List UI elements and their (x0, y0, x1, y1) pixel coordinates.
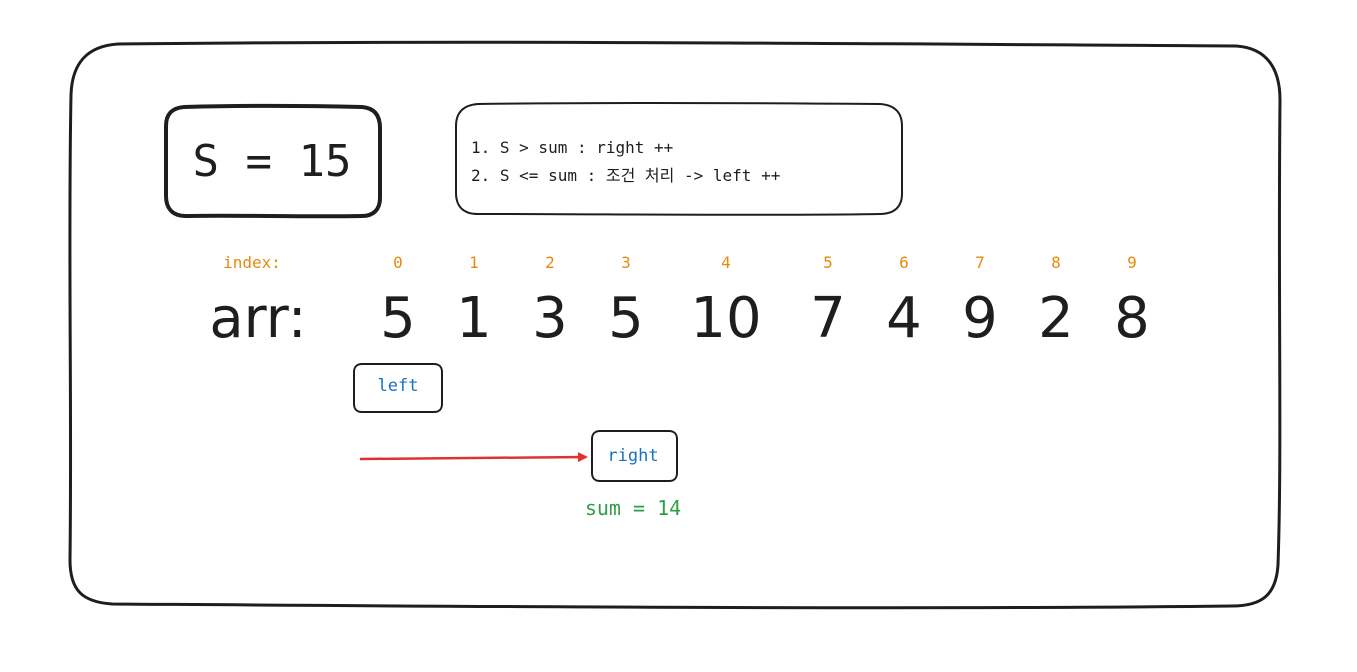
index-0: 0 (393, 253, 403, 272)
rule-1: 1. S > sum : right ++ (471, 138, 673, 157)
array-value-6: 4 (886, 286, 922, 351)
right-pointer-label: right (607, 446, 658, 466)
array-value-4: 10 (690, 286, 761, 351)
rules-border (455, 101, 903, 216)
index-1: 1 (469, 253, 479, 272)
index-row: 0 1 2 3 4 5 6 7 8 9 (393, 253, 1137, 272)
array-value-2: 3 (532, 286, 568, 351)
current-sum: sum = 14 (585, 496, 681, 520)
array-value-1: 1 (456, 286, 492, 351)
array-value-9: 8 (1114, 286, 1150, 351)
target-sum-border (164, 103, 382, 219)
outer-frame (68, 40, 1282, 610)
index-7: 7 (975, 253, 985, 272)
index-2: 2 (545, 253, 555, 272)
index-5: 5 (823, 253, 833, 272)
array-value-7: 9 (962, 286, 998, 351)
index-8: 8 (1051, 253, 1061, 272)
array-value-3: 5 (608, 286, 644, 351)
move-arrow (359, 452, 588, 463)
target-sum-box: S = 15 (164, 103, 382, 219)
target-sum-text: S = 15 (193, 136, 352, 187)
rule-2: 2. S <= sum : 조건 처리 -> left ++ (471, 166, 780, 185)
index-6: 6 (899, 253, 909, 272)
index-4: 4 (721, 253, 731, 272)
right-pointer-border (591, 430, 678, 482)
index-label: index: (223, 253, 281, 272)
left-pointer: left (353, 363, 443, 413)
array-value-5: 7 (810, 286, 846, 351)
right-pointer: right (591, 430, 678, 482)
array-value-0: 5 (380, 286, 416, 351)
left-pointer-label: left (378, 376, 419, 396)
index-3: 3 (621, 253, 631, 272)
array-value-8: 2 (1038, 286, 1074, 351)
index-9: 9 (1127, 253, 1137, 272)
left-pointer-border (353, 363, 443, 413)
array-label: arr: (209, 286, 306, 351)
rules-box: 1. S > sum : right ++ 2. S <= sum : 조건 처… (455, 101, 903, 216)
